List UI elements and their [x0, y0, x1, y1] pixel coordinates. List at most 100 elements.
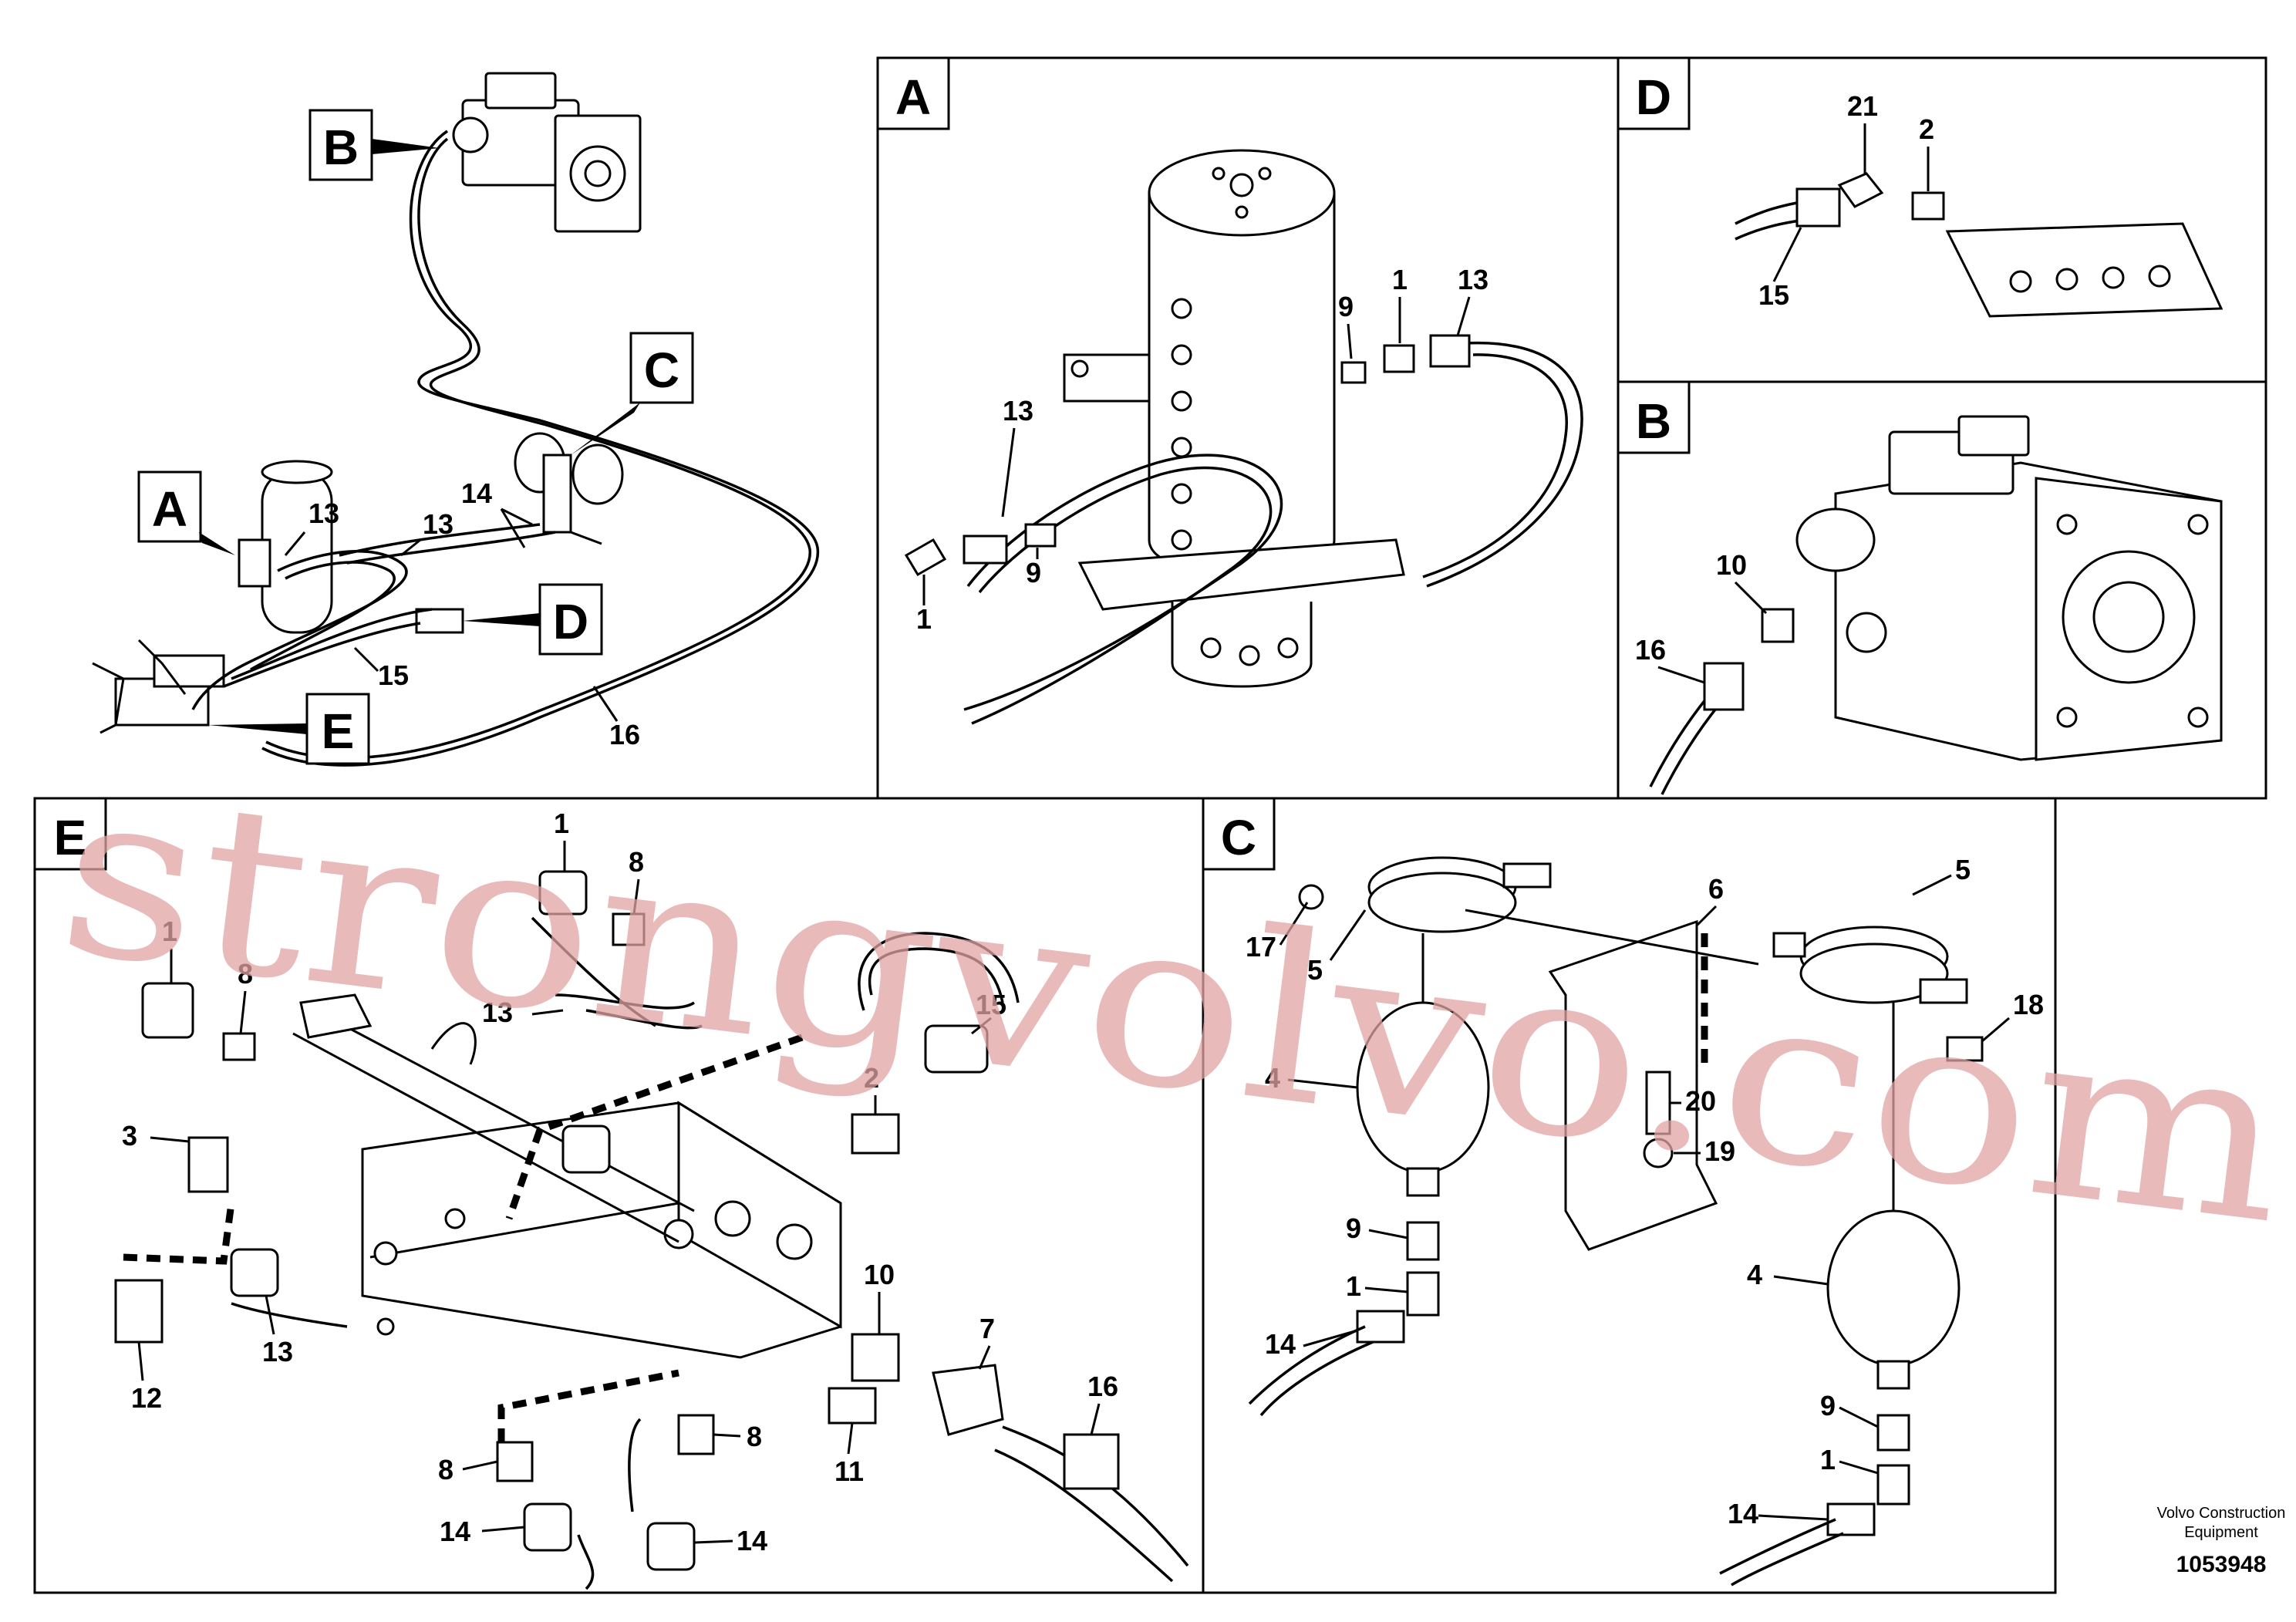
fitting-15 — [924, 1024, 989, 1074]
fitting-8 — [612, 912, 646, 946]
panel-b-label: 16 — [1635, 634, 1666, 666]
panel-e-label: 13 — [482, 996, 513, 1028]
hose-16 — [1703, 662, 1745, 711]
hydraulic-pump — [1795, 415, 2223, 761]
clamp-5-right — [1772, 926, 1968, 1004]
fitting-8 — [677, 1414, 715, 1455]
panel-c-label: 14 — [1728, 1498, 1758, 1529]
svg-text:A: A — [152, 481, 187, 537]
panel-d-label: 15 — [1758, 279, 1789, 311]
overview-pump — [452, 72, 642, 233]
panel-e: E — [33, 797, 1205, 1594]
fitting-8 — [496, 1441, 534, 1482]
panel-c-label: 1 — [1346, 1270, 1361, 1302]
panel-d: D 21 2 15 — [1617, 56, 2267, 383]
overview-callout-c: C — [571, 332, 694, 455]
svg-text:D: D — [553, 594, 588, 649]
panel-c-label: 4 — [1265, 1062, 1280, 1094]
fitting-9 — [1876, 1414, 1910, 1452]
panel-a-label: 13 — [1003, 395, 1033, 427]
adapter-2 — [1911, 191, 1945, 221]
document-number: 1053948 — [2176, 1552, 2267, 1577]
adapter-2 — [851, 1113, 900, 1155]
panel-e-label: 8 — [629, 846, 644, 878]
panel-a-label: 1 — [1392, 264, 1408, 295]
hose-16 — [1063, 1433, 1120, 1490]
panel-c-label: 20 — [1685, 1085, 1716, 1117]
panel-e-label: 8 — [747, 1421, 762, 1452]
panel-a-label: 1 — [916, 603, 932, 635]
washer-19 — [1643, 1138, 1674, 1168]
fitting-9 — [1406, 1221, 1440, 1261]
panel-a-label: 9 — [1026, 557, 1041, 588]
panel-c-label: 5 — [1955, 854, 1971, 885]
panel-e-label: 7 — [979, 1313, 995, 1344]
panel-c-label: 18 — [2013, 989, 2044, 1020]
panel-d-label: 21 — [1847, 90, 1878, 122]
brand-line-2: Equipment — [2184, 1524, 2258, 1541]
control-valve — [292, 993, 842, 1359]
fitting-1 — [1383, 344, 1415, 373]
brand-line-1: Volvo Construction — [2157, 1505, 2286, 1522]
panel-e-label: 1 — [554, 808, 569, 839]
elbow-1 — [1406, 1271, 1440, 1317]
panel-b-tag: B — [1636, 393, 1671, 449]
overview-label: 16 — [609, 719, 640, 750]
overview-label: 13 — [308, 497, 339, 529]
elbow-1 — [141, 982, 194, 1039]
elbow-1 — [538, 870, 588, 916]
elbow-21 — [1837, 172, 1884, 208]
panel-e-label: 15 — [976, 989, 1006, 1020]
svg-text:C: C — [644, 342, 679, 398]
fitting-1 — [904, 538, 947, 577]
screw-18 — [1946, 1036, 1984, 1062]
panel-c-label: 9 — [1820, 1390, 1836, 1421]
fitting-9 — [1340, 361, 1367, 384]
panel-e-label: 3 — [122, 1120, 137, 1152]
panel-d-tag: D — [1636, 69, 1671, 125]
svg-text:E: E — [322, 703, 355, 759]
distribution-block — [1945, 222, 2224, 318]
fitting-8 — [222, 1032, 256, 1061]
panel-e-label: 8 — [438, 1454, 453, 1485]
panel-c-label: 19 — [1704, 1135, 1735, 1167]
panel-e-label: 8 — [238, 958, 253, 990]
overview-accumulators — [514, 432, 624, 545]
panel-c-label: 1 — [1820, 1444, 1836, 1475]
panel-e-label: 16 — [1087, 1371, 1118, 1402]
fitting-12 — [114, 1279, 164, 1344]
panel-e-label: 1 — [162, 916, 177, 947]
overview: B C A D E 13 13 14 15 — [92, 72, 820, 767]
adapter-10 — [851, 1333, 900, 1382]
tee-3 — [187, 1136, 229, 1193]
panel-e-tag: E — [54, 810, 87, 865]
panel-a-label: 13 — [1458, 264, 1489, 295]
panel-c-tag: C — [1221, 810, 1256, 865]
elbow-13 — [230, 1248, 279, 1297]
panel-e-label: 11 — [834, 1455, 864, 1487]
panel-a-tag: A — [895, 69, 931, 125]
fitting-10 — [1761, 608, 1795, 643]
panel-e-label: 10 — [864, 1259, 895, 1290]
overview-callout-a: A — [137, 470, 235, 555]
panel-c: C — [1202, 797, 2057, 1594]
panel-c-label: 6 — [1708, 873, 1724, 905]
fitting-15 — [1795, 187, 1841, 228]
panel-a: A — [876, 56, 1620, 800]
overview-label: 13 — [423, 508, 453, 540]
panel-e-label: 13 — [262, 1336, 293, 1367]
overview-callout-e: E — [208, 693, 370, 765]
fitting-13 — [963, 534, 1008, 565]
bracket-6 — [1548, 919, 1718, 1251]
panel-e-label: 12 — [131, 1382, 162, 1414]
panel-e-label: 14 — [737, 1525, 767, 1556]
panel-b: B 10 16 — [1617, 380, 2267, 800]
panel-c-label: 17 — [1246, 931, 1276, 963]
elbow-13 — [561, 1125, 611, 1174]
panel-c-label: 5 — [1307, 954, 1323, 986]
overview-label: 14 — [461, 477, 492, 509]
washer-17 — [1298, 884, 1324, 910]
panel-e-label: 14 — [440, 1516, 470, 1547]
clamp-5-left — [1367, 856, 1552, 933]
